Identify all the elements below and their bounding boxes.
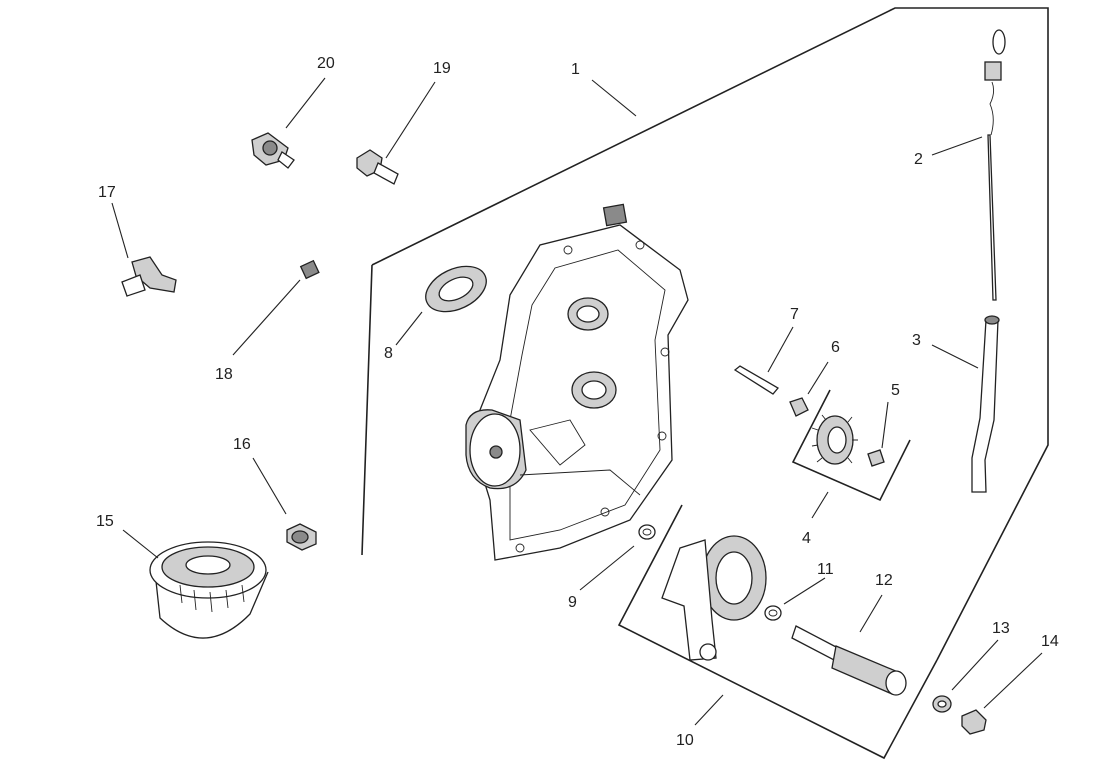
callout-20: 20	[317, 55, 335, 72]
o-ring	[638, 524, 656, 540]
callout-9: 9	[568, 594, 577, 611]
bolt	[356, 149, 399, 185]
callout-15: 15	[96, 513, 114, 530]
drain-plug	[286, 523, 317, 551]
callout-17: 17	[98, 184, 116, 201]
sealing-washer	[932, 695, 952, 713]
oil-sensor	[251, 132, 295, 169]
callout-1: 1	[571, 61, 580, 78]
callout-18: 18	[215, 366, 233, 383]
leader-lines	[111, 77, 1043, 726]
callout-13: 13	[992, 620, 1010, 637]
pin	[733, 365, 779, 395]
plug-bolt	[961, 709, 987, 735]
oil-pump-group-frame	[617, 504, 938, 760]
callout-10: 10	[676, 732, 694, 749]
callout-11: 11	[817, 561, 834, 578]
callout-2: 2	[914, 151, 923, 168]
clip-washer	[789, 397, 809, 417]
callout-16: 16	[233, 436, 251, 453]
callout-labels: 1 2 3 4 5 6 7 8 9 10 11 12 13 14 15 16 1…	[96, 55, 1059, 749]
callout-12: 12	[875, 572, 893, 589]
dipstick-tube	[971, 315, 1000, 493]
oil-pump	[661, 535, 767, 661]
callout-19: 19	[433, 60, 451, 77]
screw	[867, 449, 885, 467]
callout-7: 7	[790, 306, 799, 323]
small-plug	[299, 259, 320, 280]
callout-3: 3	[912, 332, 921, 349]
callout-5: 5	[891, 382, 900, 399]
assembly-frame-main	[361, 7, 1049, 661]
dipstick	[984, 29, 1006, 301]
governor-gear	[811, 414, 858, 465]
governor-gear-group-frame	[791, 389, 911, 502]
callout-8: 8	[384, 345, 393, 362]
callout-4: 4	[802, 530, 811, 547]
elbow-fitting	[121, 256, 177, 297]
oil-seal	[425, 265, 487, 313]
o-ring-small	[764, 605, 782, 621]
callout-14: 14	[1041, 633, 1059, 650]
oil-pickup	[791, 625, 907, 696]
callout-6: 6	[831, 339, 840, 356]
oil-filter	[149, 541, 269, 639]
crankcase-cover	[465, 203, 689, 561]
